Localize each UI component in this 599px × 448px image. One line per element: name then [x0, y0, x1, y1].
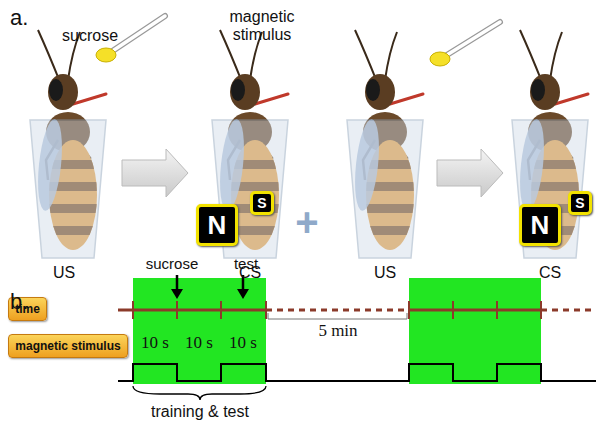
node-text: S: [575, 196, 584, 210]
condition-label: US: [53, 264, 75, 282]
event-label: sucrose: [146, 256, 199, 273]
panel-letter: b.: [10, 290, 28, 314]
duration-label: 10 s: [185, 334, 213, 353]
duration-label: 5 min: [318, 322, 357, 341]
duration-label: 10 s: [229, 334, 257, 353]
magnet-north: N: [196, 204, 238, 246]
row-label: magnetic stimulus: [8, 334, 128, 358]
bracket-label: training & test: [151, 403, 249, 421]
stimulus-label: sucrose: [62, 27, 118, 45]
panel-letter: a.: [10, 6, 28, 30]
node-text: N: [208, 212, 227, 238]
node-text: magnetic stimulus: [15, 340, 120, 352]
duration-label: 10 s: [141, 334, 169, 353]
node-text: N: [531, 212, 550, 238]
magnet-north: N: [519, 204, 561, 246]
plus-sign: +: [295, 200, 318, 244]
magnet-south: S: [568, 191, 592, 215]
condition-label: US: [374, 264, 396, 282]
stimulus-label: magnetic stimulus: [217, 8, 307, 43]
node-text: S: [257, 196, 266, 210]
magnet-south: S: [250, 191, 274, 215]
condition-label: CS: [539, 264, 561, 282]
event-label: test: [234, 256, 258, 273]
